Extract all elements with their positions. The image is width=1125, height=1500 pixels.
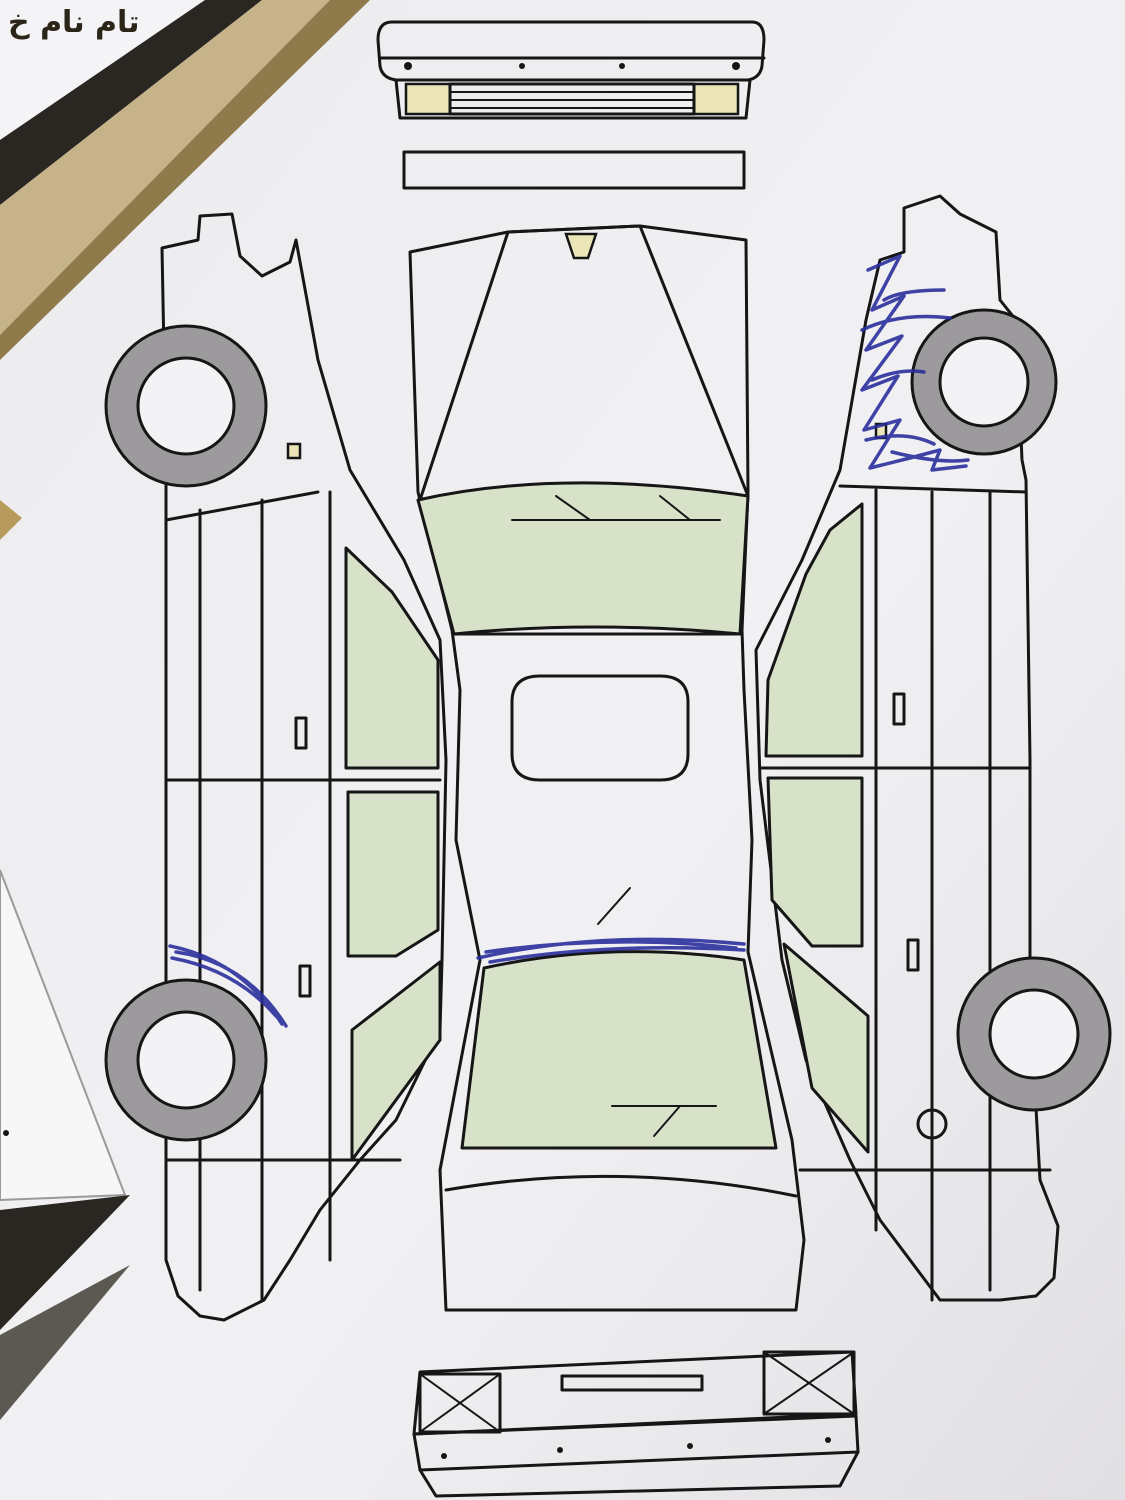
right-rear-window <box>766 776 864 948</box>
right-front-door-handle <box>892 692 906 726</box>
hood-lines <box>418 224 750 502</box>
right-body-outline <box>754 194 1060 1302</box>
left-side-marker <box>286 442 302 460</box>
top-view <box>408 224 806 1312</box>
header-banner: تام نام خ <box>0 0 370 360</box>
left-edge-decoration <box>0 500 130 1420</box>
rear-view <box>412 1350 860 1498</box>
trunk-line <box>444 1174 798 1198</box>
right-front-window <box>764 502 864 758</box>
front-right-headlamp <box>692 82 740 116</box>
right-side-view <box>754 194 1112 1302</box>
rear-right-lamp <box>762 1350 856 1416</box>
right-fuel-cap <box>916 1108 948 1140</box>
left-side-view <box>104 212 448 1322</box>
windshield <box>416 481 750 636</box>
left-front-rim <box>136 356 236 456</box>
rear-panel <box>412 1350 858 1436</box>
damage-mark-right-front-fender <box>860 254 970 472</box>
damage-mark-left-rear-fender <box>168 944 288 1028</box>
right-front-rim <box>938 336 1030 428</box>
left-rear-door-handle <box>298 964 312 998</box>
left-quarter-window <box>350 960 442 1162</box>
left-front-window <box>344 546 440 770</box>
right-quarter-window <box>782 942 870 1154</box>
front-bumper-strip <box>402 150 746 190</box>
hood-emblem <box>564 232 598 260</box>
sunroof <box>510 674 690 782</box>
left-front-door-handle <box>294 716 308 750</box>
right-rear-door-handle <box>906 938 920 972</box>
header-title: تام نام خ <box>8 5 140 40</box>
top-view-outline <box>408 224 806 1312</box>
left-rear-rim <box>136 1010 236 1110</box>
left-rear-window <box>346 790 440 958</box>
right-rear-rim <box>988 988 1080 1080</box>
front-view <box>376 20 766 120</box>
rear-window <box>460 950 778 1150</box>
rear-plate-holder <box>560 1374 704 1392</box>
left-body-outline <box>160 212 448 1322</box>
front-left-headlamp <box>404 82 452 116</box>
damage-mark-roof-rear <box>476 937 746 964</box>
